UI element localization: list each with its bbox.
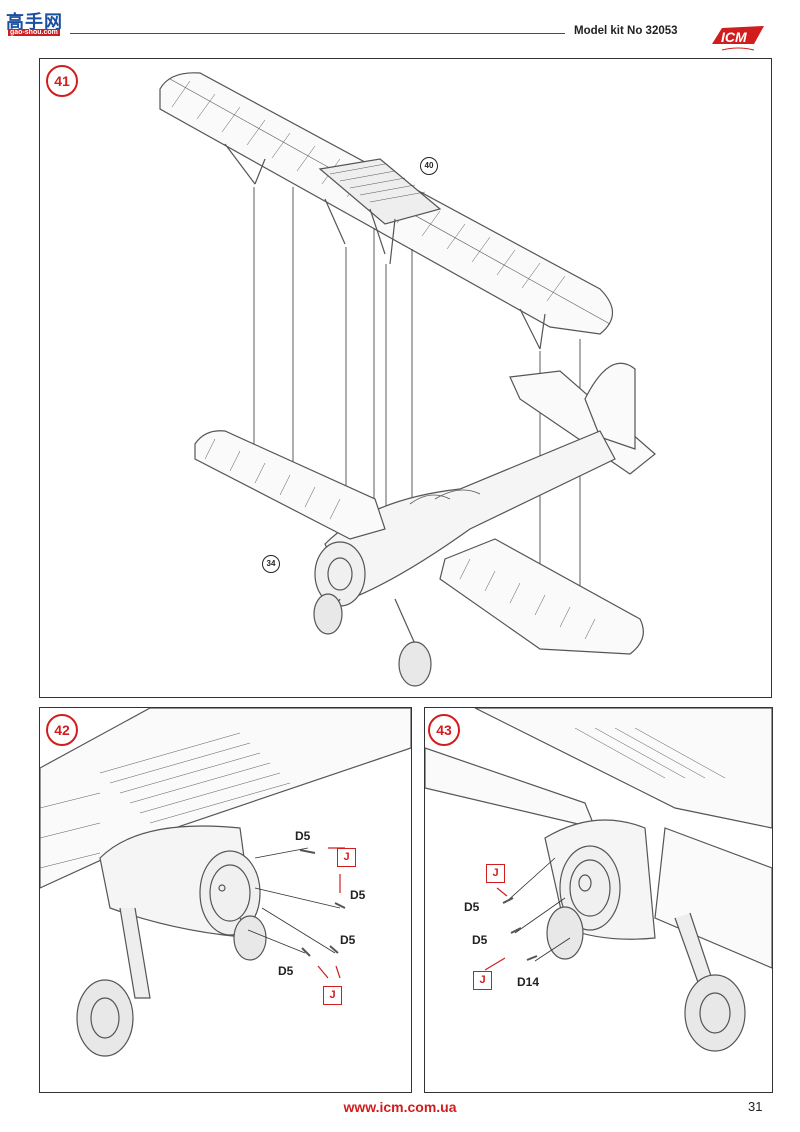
- part-label-j-2: J: [473, 971, 492, 990]
- part-label-j-1: J: [337, 848, 356, 867]
- part-label-d5-3: D5: [340, 933, 356, 947]
- site-logo-text: 高手网: [6, 12, 63, 33]
- step-number-42: 42: [46, 714, 78, 746]
- step-number-41: 41: [46, 65, 78, 97]
- engine-detail-illustration-43: [425, 708, 772, 1052]
- biplane-assembly-illustration: [159, 72, 656, 687]
- page-number: 31: [748, 1099, 763, 1114]
- footer-url: www.icm.com.ua: [343, 1099, 457, 1115]
- step-number-43: 43: [428, 714, 460, 746]
- icm-logo-text: ICM: [721, 29, 747, 45]
- part-label-d5-4: D5: [278, 964, 294, 978]
- engine-detail-illustration: [40, 708, 411, 1057]
- site-logo: 高手网 gao-shou.com: [6, 8, 72, 38]
- part-label-j-1: J: [486, 864, 505, 883]
- site-logo-sub: gao-shou.com: [8, 29, 60, 36]
- part-label-d5-1: D5: [464, 900, 480, 914]
- header-rule: [70, 33, 565, 34]
- part-label-d14: D14: [517, 975, 540, 989]
- subassembly-ref-40: 40: [420, 157, 438, 175]
- part-label-j-2: J: [323, 986, 342, 1005]
- icm-logo-icon: ICM: [712, 26, 764, 51]
- part-label-d5-1: D5: [295, 829, 311, 843]
- step-42-panel: 42 D5 D5 D5 D5 J J: [39, 707, 412, 1093]
- part-label-d5-2: D5: [350, 888, 366, 902]
- subassembly-ref-34: 34: [262, 555, 280, 573]
- step-41-panel: 41 40 34: [39, 58, 772, 698]
- model-kit-title: Model kit No 32053: [574, 25, 678, 37]
- part-label-d5-2: D5: [472, 933, 488, 947]
- step-43-panel: 43 J D5 D5 J D14: [424, 707, 773, 1093]
